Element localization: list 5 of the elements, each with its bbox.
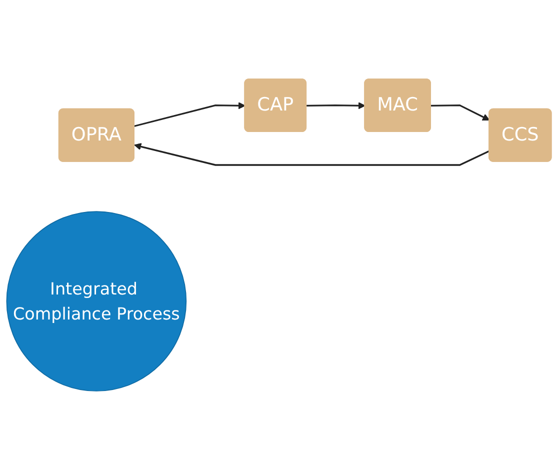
node-circle: Integrated Compliance Process	[6, 211, 187, 392]
arrow	[430, 104, 490, 120]
arrow	[134, 102, 246, 127]
arrow	[134, 143, 490, 166]
arrow	[306, 102, 366, 110]
